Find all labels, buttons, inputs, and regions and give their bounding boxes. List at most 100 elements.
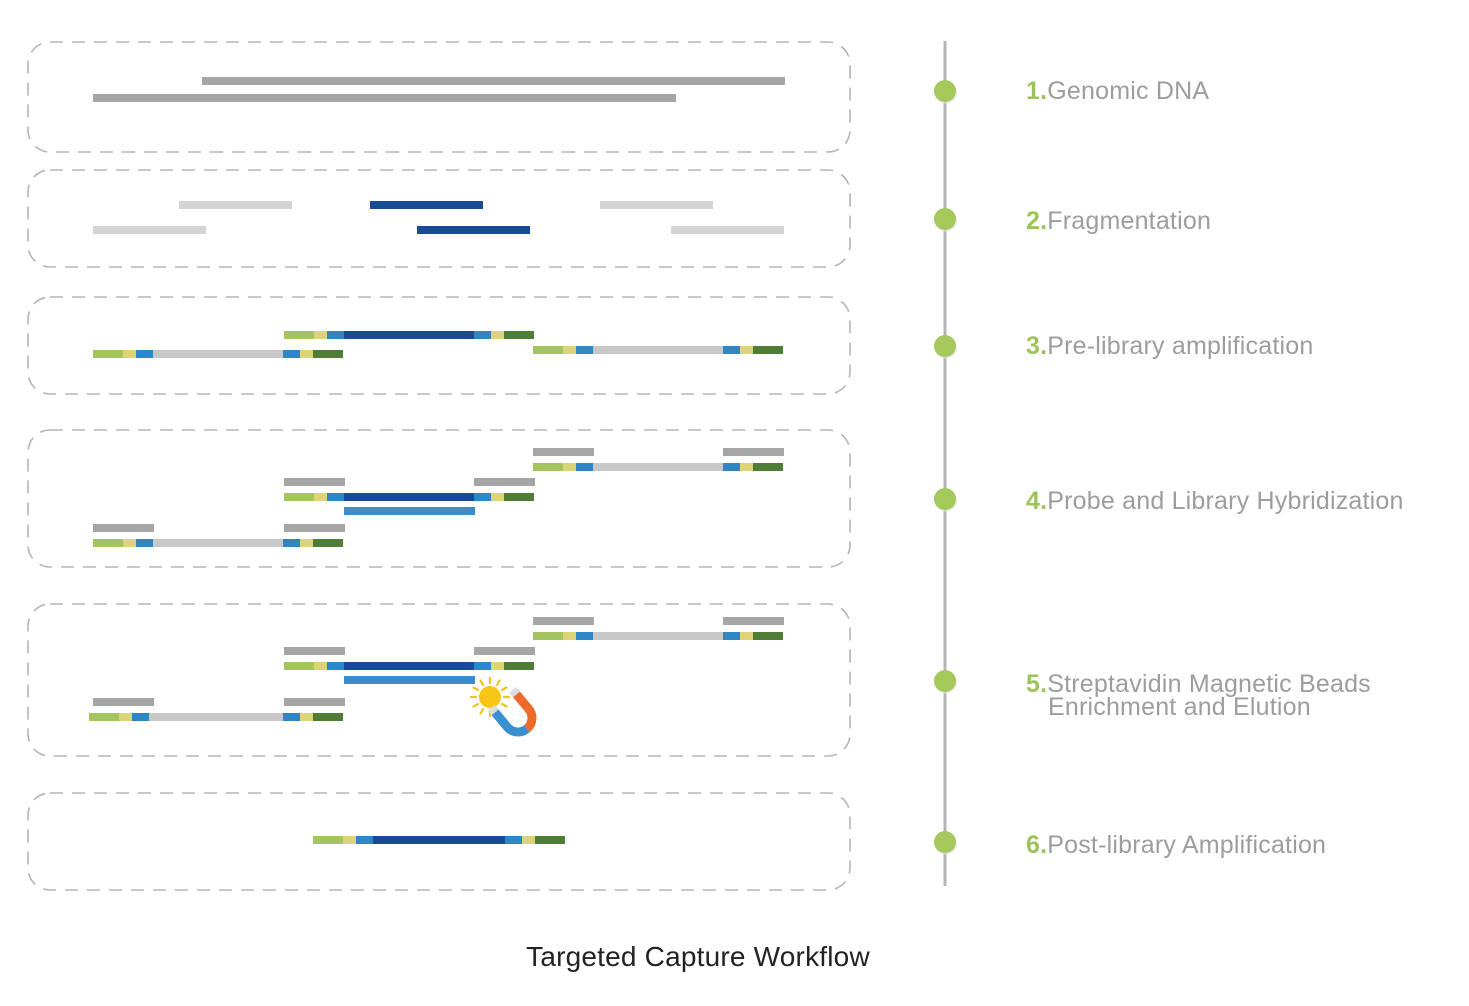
- library-left-5-seg-0: [89, 713, 119, 721]
- library-left-3-seg-6: [313, 350, 343, 358]
- library-left-4-seg-5: [300, 539, 313, 547]
- step-3-label: 3.Pre-library amplification: [1026, 332, 1313, 360]
- library-left-3-seg-4: [283, 350, 300, 358]
- streptavidin-sun-ray-4: [479, 708, 485, 715]
- library-left-5-seg-6: [313, 713, 343, 721]
- library-target-3-seg-2: [327, 331, 344, 339]
- library-target-5-seg-2: [327, 662, 344, 670]
- step-1-label: 1.Genomic DNA: [1026, 77, 1210, 105]
- timeline-node-1: [934, 80, 956, 102]
- magnet-blue-arm: [489, 707, 530, 737]
- magnet-orange-tip: [509, 686, 520, 698]
- step-5-number: 5.: [1026, 670, 1048, 698]
- step-panel-4: [27, 429, 851, 568]
- streptavidin-sun-ray-1: [501, 702, 508, 708]
- library-right-5-seg-2: [576, 632, 593, 640]
- library-target-5-seg-0: [284, 662, 314, 670]
- step-5-text: Streptavidin Magnetic Beads: [1047, 670, 1371, 698]
- step-2-text: Fragmentation: [1047, 207, 1212, 235]
- probe-cap-4-1: [723, 448, 784, 456]
- magnet-orange-arm: [511, 689, 537, 733]
- step-5-text-line2: Enrichment and Elution: [1048, 693, 1311, 721]
- step-1-text: Genomic DNA: [1047, 77, 1210, 105]
- timeline-node-2: [934, 208, 956, 230]
- probe-cap-5-2: [284, 647, 345, 655]
- library-target-4-seg-2: [327, 493, 344, 501]
- genomic-dna-strand-bottom: [93, 94, 676, 102]
- step-4-text: Probe and Library Hybridization: [1047, 487, 1404, 515]
- library-right-4-seg-5: [740, 463, 753, 471]
- library-right-4-seg-0: [533, 463, 563, 471]
- library-target-3-seg-3: [344, 331, 474, 339]
- library-left-4-seg-6: [313, 539, 343, 547]
- genomic-dna-strand-top: [202, 77, 785, 85]
- library-left-3-seg-3: [153, 350, 283, 358]
- step-6-label: 6.Post-library Amplification: [1026, 831, 1327, 859]
- streptavidin-sun-ray-8: [479, 679, 485, 686]
- library-right-3-seg-6: [753, 346, 783, 354]
- fragment-1: [179, 201, 292, 209]
- diagram-caption: Targeted Capture Workflow: [526, 941, 870, 972]
- library-final-seg-5: [522, 836, 535, 844]
- step-panel-1: [27, 41, 851, 153]
- step-4-label: 4.Probe and Library Hybridization: [1026, 487, 1404, 515]
- library-right-4-seg-6: [753, 463, 783, 471]
- library-right-5-seg-6: [753, 632, 783, 640]
- fragment-4: [671, 226, 784, 234]
- timeline-node-5: [934, 670, 956, 692]
- library-left-4-seg-4: [283, 539, 300, 547]
- library-target-5-seg-4: [474, 662, 491, 670]
- capture-probe-4: [344, 507, 475, 515]
- streptavidin-sun-ray-5: [472, 702, 479, 708]
- step-3-number: 3.: [1026, 332, 1048, 360]
- library-right-4-seg-1: [563, 463, 576, 471]
- library-final-seg-1: [343, 836, 356, 844]
- library-left-5-seg-4: [283, 713, 300, 721]
- probe-cap-5-3: [474, 647, 535, 655]
- library-target-4-seg-4: [474, 493, 491, 501]
- fragment-3: [600, 201, 713, 209]
- library-left-4-seg-3: [153, 539, 283, 547]
- library-right-3-seg-0: [533, 346, 563, 354]
- library-left-5-seg-2: [132, 713, 149, 721]
- fragment-2: [93, 226, 206, 234]
- library-left-4-seg-2: [136, 539, 153, 547]
- library-right-5-seg-1: [563, 632, 576, 640]
- magnet-icon: [487, 686, 537, 737]
- library-target-5-seg-6: [504, 662, 534, 670]
- library-right-3-seg-5: [740, 346, 753, 354]
- library-right-4-seg-2: [576, 463, 593, 471]
- target-fragment-1: [370, 201, 483, 209]
- step-2-number: 2.: [1026, 207, 1048, 235]
- timeline-node-3: [934, 335, 956, 357]
- probe-cap-5-1: [723, 617, 784, 625]
- timeline-node-4: [934, 488, 956, 510]
- library-right-5-seg-5: [740, 632, 753, 640]
- library-target-4-seg-0: [284, 493, 314, 501]
- library-right-3-seg-2: [576, 346, 593, 354]
- library-left-4-seg-1: [123, 539, 136, 547]
- step-2-label: 2.Fragmentation: [1026, 207, 1212, 235]
- library-target-3-seg-5: [491, 331, 504, 339]
- library-right-3-seg-3: [593, 346, 723, 354]
- library-right-3-seg-4: [723, 346, 740, 354]
- timeline-node-6: [934, 831, 956, 853]
- library-left-4-seg-0: [93, 539, 123, 547]
- library-left-3-seg-0: [93, 350, 123, 358]
- step-6-number: 6.: [1026, 831, 1048, 859]
- library-target-4-seg-3: [344, 493, 474, 501]
- step-panel-2: [27, 169, 851, 268]
- library-final-seg-0: [313, 836, 343, 844]
- library-left-5-seg-1: [119, 713, 132, 721]
- library-right-5-seg-3: [593, 632, 723, 640]
- probe-cap-4-4: [93, 524, 154, 532]
- probe-cap-5-0: [533, 617, 594, 625]
- step-4-number: 4.: [1026, 487, 1048, 515]
- probe-cap-4-0: [533, 448, 594, 456]
- target-fragment-2: [417, 226, 530, 234]
- step-6-text: Post-library Amplification: [1047, 831, 1327, 859]
- step-panel-6: [27, 792, 851, 891]
- streptavidin-sun-ray-7: [472, 686, 479, 692]
